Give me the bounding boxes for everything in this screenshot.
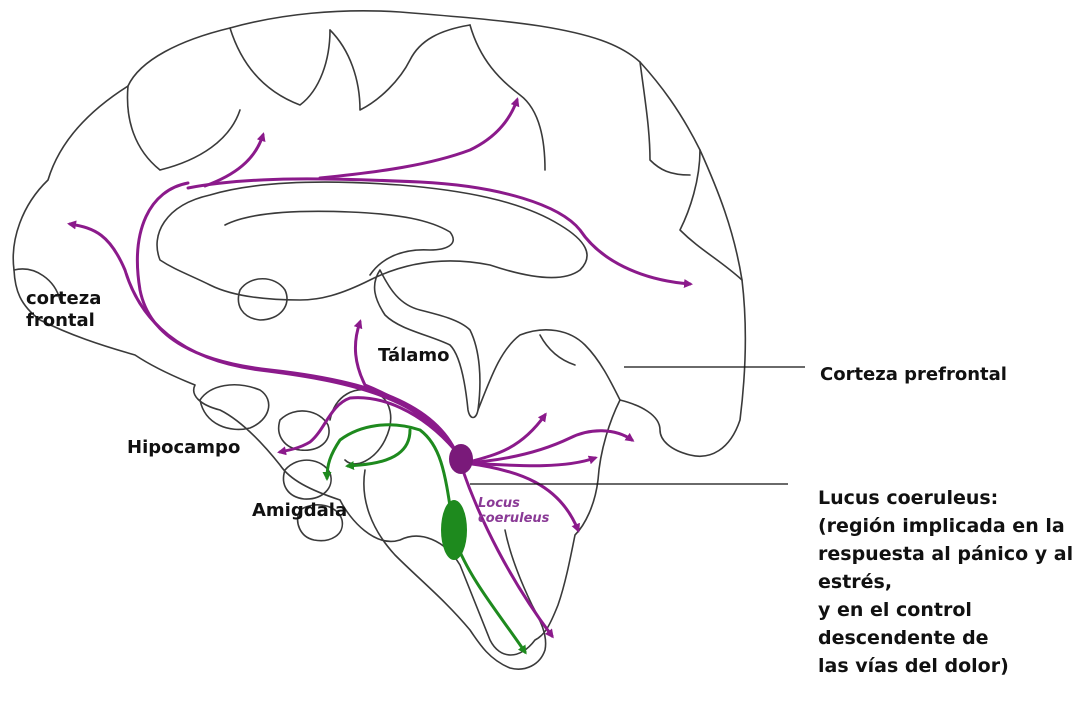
noradrenergic-pathways	[70, 100, 690, 636]
label-talamo: Tálamo	[378, 345, 450, 367]
locus-coeruleus-nucleus	[449, 444, 473, 474]
green-pathway-descending	[455, 540, 525, 652]
green-pathway-branch	[348, 430, 410, 466]
purple-pathway-top-branch1	[205, 135, 263, 186]
label-hipocampo: Hipocampo	[127, 437, 240, 459]
label-amigdala: Amigdala	[252, 500, 347, 522]
raphe-nucleus	[441, 500, 467, 560]
brain-outline	[13, 11, 745, 669]
amygdala-outline	[284, 460, 332, 499]
purple-pathway-top-branch2	[320, 100, 517, 178]
purple-pathway-hippocampus	[280, 398, 455, 452]
label-locus-tag: Locus coeruleus	[478, 496, 549, 526]
label-corteza-prefrontal: Corteza prefrontal	[820, 364, 1007, 386]
lucus-description: Lucus coeruleus: (región implicada en la…	[818, 484, 1073, 680]
corpus-callosum	[157, 182, 587, 300]
purple-pathway-top	[188, 179, 690, 284]
label-corteza-frontal: corteza frontal	[26, 288, 101, 332]
purple-pathway-descending	[462, 468, 552, 636]
purple-pathway-frontal	[70, 224, 455, 450]
cortex-contour	[13, 11, 745, 655]
purple-pathway-cortex-1	[465, 415, 545, 463]
